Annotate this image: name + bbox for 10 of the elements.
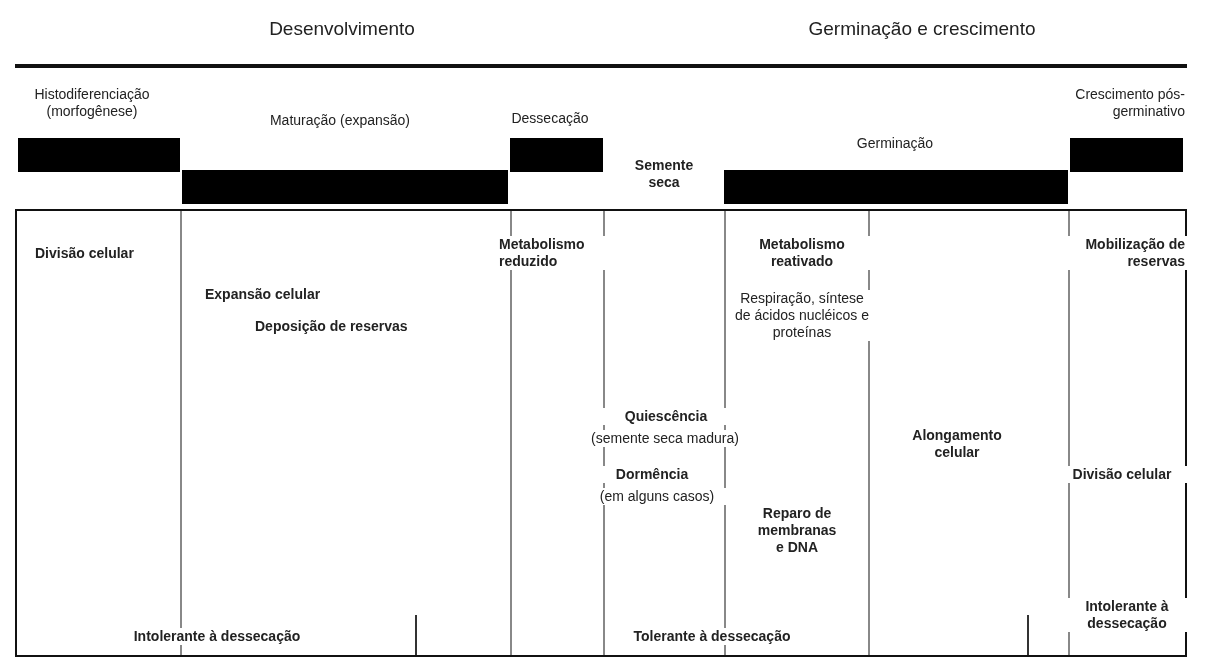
stage-note: Mobilização de reservas xyxy=(1068,236,1187,270)
section-heading: Germinação e crescimento xyxy=(807,18,1037,40)
stage-note: Intolerante à dessecação xyxy=(1065,598,1189,632)
section-heading: Desenvolvimento xyxy=(268,18,416,40)
phase-label: Maturação (expansão) xyxy=(268,112,412,129)
phase-label: Germinação xyxy=(855,135,935,152)
phase-label: Histodiferenciação (morfogênese) xyxy=(33,86,151,120)
phase-label: Crescimento pós-germinativo xyxy=(1074,86,1185,120)
stage-note: Respiração, síntese de ácidos nucléicos e proteínas xyxy=(732,290,872,341)
phase-label: Dessecação xyxy=(510,110,590,127)
